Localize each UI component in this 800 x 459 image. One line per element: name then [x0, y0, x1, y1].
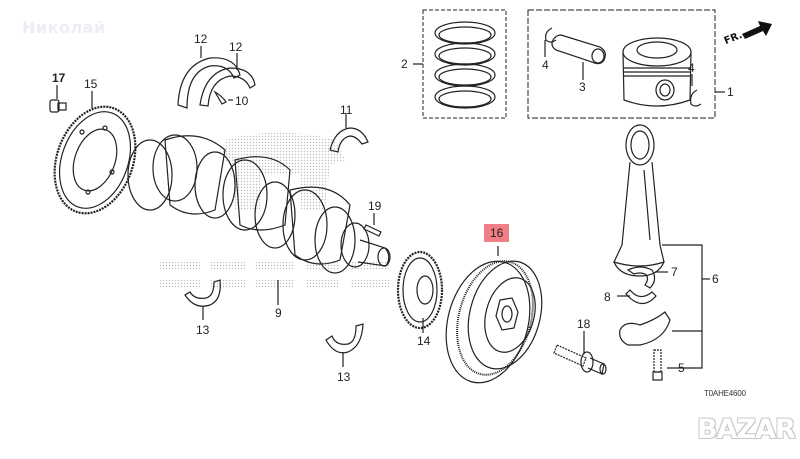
callout-1[interactable]: 1 — [727, 85, 734, 99]
callout-15[interactable]: 15 — [84, 77, 98, 91]
main-bearing-lower-right — [325, 323, 364, 367]
callout-17[interactable]: 17 — [52, 71, 66, 85]
piston-assembly — [527, 9, 725, 119]
callout-12-left[interactable]: 12 — [194, 32, 208, 46]
connecting-rod — [613, 124, 710, 381]
main-bearing-lower-left — [184, 279, 221, 320]
thrust-washers — [177, 46, 256, 109]
callout-12-right[interactable]: 12 — [229, 40, 243, 54]
callout-5[interactable]: 5 — [678, 361, 685, 375]
callout-3[interactable]: 3 — [579, 80, 586, 94]
callout-18[interactable]: 18 — [577, 317, 591, 331]
diagram-code: T0AHE4600 — [704, 389, 746, 398]
main-bearing-upper — [329, 114, 369, 153]
front-direction-arrow — [742, 21, 772, 39]
callout-6[interactable]: 6 — [712, 272, 719, 286]
drive-plate — [53, 91, 137, 215]
callout-19[interactable]: 19 — [368, 199, 382, 213]
callout-4-right[interactable]: 4 — [688, 61, 695, 75]
pulley-bolt — [553, 331, 607, 375]
crankshaft — [127, 134, 391, 305]
callout-10[interactable]: 10 — [235, 94, 249, 108]
callout-11[interactable]: 11 — [340, 103, 353, 117]
callout-4-left[interactable]: 4 — [542, 58, 549, 72]
bazar-logo-watermark: BAZAR — [697, 414, 796, 445]
honda-watermark — [160, 132, 390, 288]
callout-16-highlighted[interactable]: 16 — [484, 224, 510, 242]
callout-8[interactable]: 8 — [604, 290, 611, 304]
callout-14[interactable]: 14 — [417, 334, 431, 348]
crank-sprocket — [396, 250, 444, 333]
flywheel-bolt — [49, 85, 67, 113]
callout-2[interactable]: 2 — [401, 57, 408, 71]
callout-7[interactable]: 7 — [671, 265, 678, 279]
woodruff-key — [363, 213, 382, 237]
callout-9[interactable]: 9 — [275, 306, 282, 320]
callout-13-left[interactable]: 13 — [196, 323, 210, 337]
piston-ring-set — [413, 9, 507, 119]
seller-name-watermark: Николай — [22, 18, 106, 37]
callout-13-right[interactable]: 13 — [337, 370, 351, 384]
crankshaft-pulley — [445, 246, 543, 384]
